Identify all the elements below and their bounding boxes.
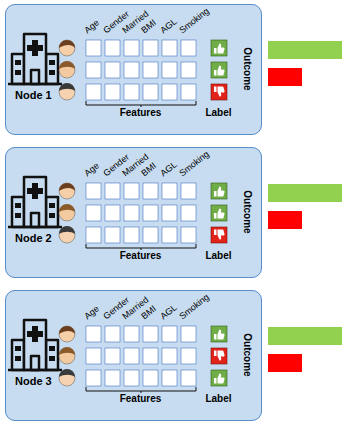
column-header: AGL — [158, 158, 180, 179]
node-name: Node 3 — [15, 375, 52, 387]
hospital-node: Node 2AgeGenderMarriedBMIAGLSmokingOutco… — [5, 147, 262, 278]
node-name: Node 1 — [15, 89, 52, 101]
features-label: Features — [120, 107, 162, 119]
column-header: Smoking — [177, 291, 212, 322]
hospital-node: Node 3AgeGenderMarriedBMIAGLSmokingOutco… — [5, 290, 262, 421]
label-caption: Label — [205, 107, 231, 119]
label-caption: Label — [205, 250, 231, 262]
column-header: AGL — [158, 301, 180, 322]
outcome-label: Outcome — [241, 190, 253, 233]
label-caption: Label — [205, 393, 231, 405]
column-header: Smoking — [177, 148, 212, 179]
column-header: AGL — [158, 15, 180, 36]
outcome-label: Outcome — [241, 333, 253, 376]
node-name: Node 2 — [15, 232, 52, 244]
column-header: Age — [82, 160, 102, 179]
column-header: Smoking — [177, 5, 212, 36]
outcome-label: Outcome — [241, 47, 253, 90]
column-header: Age — [82, 303, 102, 322]
hospital-node: Node 1AgeGenderMarriedBMIAGLSmokingOutco… — [5, 4, 262, 135]
features-label: Features — [120, 250, 162, 262]
features-label: Features — [120, 393, 162, 405]
column-header: Age — [82, 17, 102, 36]
